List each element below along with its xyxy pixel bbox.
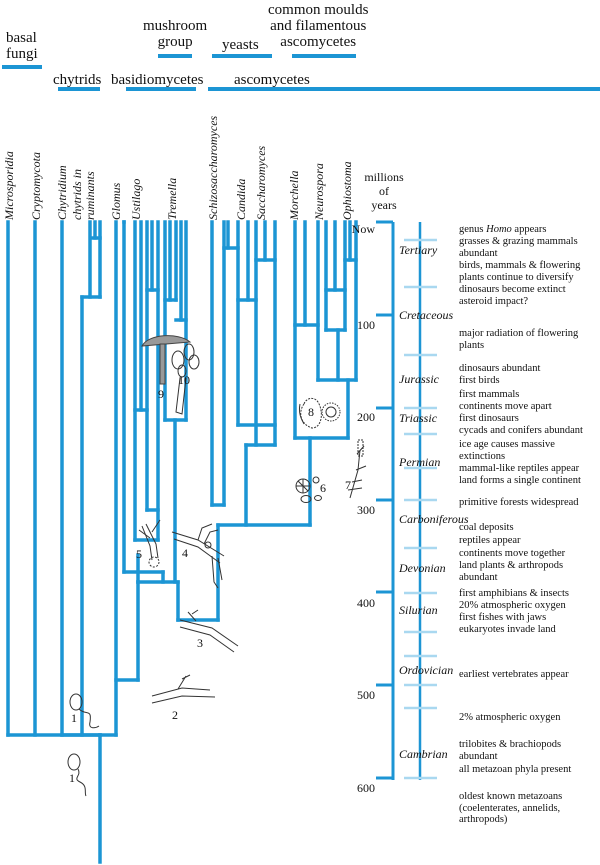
- figure-number-6: 6: [320, 481, 326, 495]
- group-label-filamentous: common moulds and filamentous ascomycete…: [268, 2, 369, 50]
- group-label-chytrids: chytrids: [53, 72, 102, 88]
- event-mammal-like-reptiles: mammal-like reptiles appear: [459, 463, 580, 474]
- tick-100: 100: [357, 318, 375, 332]
- period-jurassic: Jurassic: [399, 372, 439, 386]
- event-oxygen-20: 20% atmospheric oxygen: [459, 600, 566, 611]
- event-trilobites: trilobites & brachiopods abundant: [459, 739, 562, 762]
- event-grasses: grasses & grazing mammals abundant: [459, 236, 578, 259]
- conidiophore-sketch-7: [347, 439, 367, 499]
- zoospore-sketch-lower: [67, 753, 87, 797]
- taxon-schizosaccharomyces: Schizosaccharomyces: [206, 115, 220, 220]
- figure-number-2: 2: [172, 708, 178, 722]
- event-cycads: cycads and conifers abundant: [459, 425, 583, 436]
- taxon-cryptomycota: Cryptomycota: [29, 152, 43, 220]
- event-single-continent: land forms a single continent: [459, 475, 581, 486]
- event-eukaryotes-land: eukaryotes invade land: [459, 624, 556, 635]
- event-first-mammals: first mammals: [459, 389, 520, 400]
- taxon-chytrids-in-ruminants: chytrids in ruminants: [70, 169, 97, 220]
- figure-number-1-lower: 1: [69, 771, 75, 785]
- time-axis: [376, 220, 437, 780]
- event-first-dinosaurs: first dinosaurs: [459, 413, 519, 424]
- taxon-glomus: Glomus: [109, 182, 123, 220]
- event-oxygen-2: 2% atmospheric oxygen: [459, 712, 561, 723]
- event-reptiles-appear: reptiles appear: [459, 535, 521, 546]
- taxon-tremella: Tremella: [165, 177, 179, 220]
- tree-branches: [6, 220, 358, 864]
- figure-number-1: 1: [71, 711, 77, 725]
- taxon-ophiostoma: Ophiostoma: [340, 161, 354, 220]
- period-carboniferous: Carboniferous: [399, 512, 469, 526]
- zoospore-sketch: [69, 693, 100, 729]
- group-label-basidiomycetes: basidiomycetes: [111, 72, 204, 88]
- taxon-saccharomyces: Saccharomyces: [254, 145, 268, 220]
- event-dinosaurs-abundant: dinosaurs abundant: [459, 363, 541, 374]
- tick-now: Now: [351, 222, 375, 236]
- taxon-candida: Candida: [234, 178, 248, 220]
- event-earliest-vertebrates: earliest vertebrates appear: [459, 669, 569, 680]
- tick-600: 600: [357, 781, 375, 795]
- tick-400: 400: [357, 596, 375, 610]
- period-devonian: Devonian: [399, 561, 446, 575]
- fruiting-body-sketch-10: [171, 343, 200, 415]
- event-land-plants: land plants & arthropods abundant: [459, 560, 564, 583]
- event-oldest-metazoans: oldest known metazoans (coelenterates, a…: [459, 791, 563, 826]
- event-primitive-forests: primitive forests widespread: [459, 497, 579, 508]
- event-dinosaurs-extinct: dinosaurs become extinct asteroid impact…: [459, 284, 566, 307]
- tick-300: 300: [357, 503, 375, 517]
- figure-number-7: 7: [345, 478, 351, 492]
- event-amphibians: first amphibians & insects: [459, 588, 569, 599]
- event-birds-mammals: birds, mammals & flowering plants contin…: [459, 260, 581, 283]
- taxon-microsporidia: Microsporidia: [2, 151, 16, 220]
- group-label-yeasts: yeasts: [222, 37, 259, 53]
- group-label-ascomycetes: ascomycetes: [234, 72, 310, 88]
- organism-sketches: [67, 343, 367, 797]
- figure-number-3: 3: [197, 636, 203, 650]
- period-tertiary: Tertiary: [399, 243, 438, 257]
- event-first-birds: first birds: [459, 375, 500, 386]
- event-coal-deposits: coal deposits: [459, 522, 514, 533]
- taxon-ustilago: Ustilago: [129, 178, 143, 220]
- figure-number-9: 9: [158, 387, 164, 401]
- hypha-sketch-3: [179, 609, 239, 653]
- tick-500: 500: [357, 688, 375, 702]
- period-permian: Permian: [399, 455, 441, 469]
- figure-number-10: 10: [178, 373, 190, 387]
- group-label-basal-fungi: basal fungi: [6, 30, 38, 62]
- clamp-sketch-5: [138, 519, 161, 568]
- event-homo: genus Homo appears: [459, 224, 547, 235]
- event-continents-together: continents move together: [459, 548, 566, 559]
- event-ice-age: ice age causes massive extinctions: [459, 439, 555, 462]
- group-bars: [2, 54, 600, 91]
- figure-number-8: 8: [308, 405, 314, 419]
- hypha-sketch-2: [151, 674, 216, 704]
- period-ordovician: Ordovician: [399, 663, 454, 677]
- taxon-neurospora: Neurospora: [312, 163, 326, 220]
- perithecium-sketch-8: [299, 397, 341, 429]
- event-metazoan-phyla: all metazoan phyla present: [459, 764, 572, 775]
- period-cambrian: Cambrian: [399, 747, 448, 761]
- mushroom-sketch-9: [141, 335, 192, 385]
- period-silurian: Silurian: [399, 603, 438, 617]
- figure-number-5: 5: [136, 547, 142, 561]
- axis-title: millions of years: [364, 170, 404, 212]
- period-cretaceous: Cretaceous: [399, 308, 454, 322]
- yeast-sketch-6: [295, 476, 322, 503]
- event-continents-apart: continents move apart: [459, 401, 552, 412]
- taxon-chytridium: Chytridium: [55, 165, 69, 220]
- group-label-mushroom: mushroom group: [143, 18, 208, 50]
- event-flowering-plants: major radiation of flowering plants: [459, 328, 579, 351]
- taxon-morchella: Morchella: [287, 170, 301, 220]
- period-triassic: Triassic: [399, 411, 438, 425]
- septate-hypha-sketch-4: [171, 523, 225, 589]
- event-jawed-fishes: first fishes with jaws: [459, 612, 547, 623]
- figure-number-4: 4: [182, 546, 188, 560]
- tick-200: 200: [357, 410, 375, 424]
